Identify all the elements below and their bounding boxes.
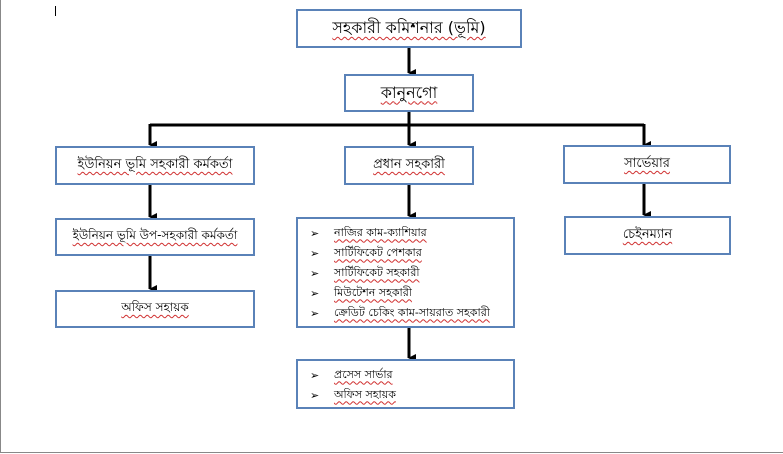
bullet-arrow-icon: ➢ xyxy=(310,286,320,300)
box-surveyor: সার্ভেয়ার xyxy=(563,145,731,184)
box-support-list: ➢ প্রসেস সার্ভার ➢ অফিস সহায়ক xyxy=(296,359,515,409)
box-chainman: চেইনম্যান xyxy=(564,216,731,255)
list-item-label: নাজির কাম-ক্যাশিয়ার xyxy=(334,225,427,239)
page-edge xyxy=(0,452,783,453)
box-office-assistant-left: অফিস সহায়ক xyxy=(55,290,255,328)
box-label: চেইনম্যান xyxy=(622,227,673,242)
bullet-arrow-icon: ➢ xyxy=(310,306,320,320)
box-assistant-commissioner: সহকারী কমিশনার (ভূমি) xyxy=(296,9,522,48)
list-item: ➢ সার্টিফিকেট পেশকার xyxy=(310,243,513,263)
list-item: ➢ সার্টিফিকেট সহকারী xyxy=(310,263,513,283)
bullet-arrow-icon: ➢ xyxy=(310,226,320,240)
list-item: ➢ ক্রেডিট চেকিং কাম-সায়রাত সহকারী xyxy=(310,303,513,323)
box-label: ইউনিয়ন ভূমি উপ-সহকারী কর্মকর্তা xyxy=(72,228,238,242)
box-union-land-sub-assistant-officer: ইউনিয়ন ভূমি উপ-সহকারী কর্মকর্তা xyxy=(55,218,255,256)
box-label: কানুনগো xyxy=(380,82,438,102)
box-label: সহকারী কমিশনার (ভূমি) xyxy=(332,18,486,37)
list-item-label: সার্টিফিকেট সহকারী xyxy=(334,265,420,279)
list-item-label: ক্রেডিট চেকিং কাম-সায়রাত সহকারী xyxy=(334,305,490,319)
list-item-label: অফিস সহায়ক xyxy=(334,387,396,401)
list-item: ➢ মিউটেশন সহকারী xyxy=(310,283,513,303)
box-label: প্রধান সহকারী xyxy=(373,157,445,172)
box-label: অফিস সহায়ক xyxy=(121,300,189,314)
box-head-assistant: প্রধান সহকারী xyxy=(344,146,474,185)
bullet-arrow-icon: ➢ xyxy=(310,266,320,280)
list-item: ➢ অফিস সহায়ক xyxy=(310,385,513,405)
bullet-arrow-icon: ➢ xyxy=(310,388,320,402)
list-item-label: প্রসেস সার্ভার xyxy=(334,367,393,381)
list-item: ➢ প্রসেস সার্ভার xyxy=(310,365,513,385)
box-kanungo: কানুনগো xyxy=(344,74,474,112)
list-item-label: সার্টিফিকেট পেশকার xyxy=(334,245,422,259)
bullet-arrow-icon: ➢ xyxy=(310,368,320,382)
box-union-land-assistant-officer: ইউনিয়ন ভূমি সহকারী কর্মকর্তা xyxy=(55,146,255,185)
bullet-arrow-icon: ➢ xyxy=(310,246,320,260)
list-item-label: মিউটেশন সহকারী xyxy=(334,285,412,299)
text-cursor xyxy=(55,6,56,16)
list-item: ➢ নাজির কাম-ক্যাশিয়ার xyxy=(310,223,513,243)
box-staff-list: ➢ নাজির কাম-ক্যাশিয়ার ➢ সার্টিফিকেট পেশকা… xyxy=(296,217,515,328)
box-label: ইউনিয়ন ভূমি সহকারী কর্মকর্তা xyxy=(77,157,233,172)
box-label: সার্ভেয়ার xyxy=(624,156,670,171)
page-edge xyxy=(0,0,1,452)
